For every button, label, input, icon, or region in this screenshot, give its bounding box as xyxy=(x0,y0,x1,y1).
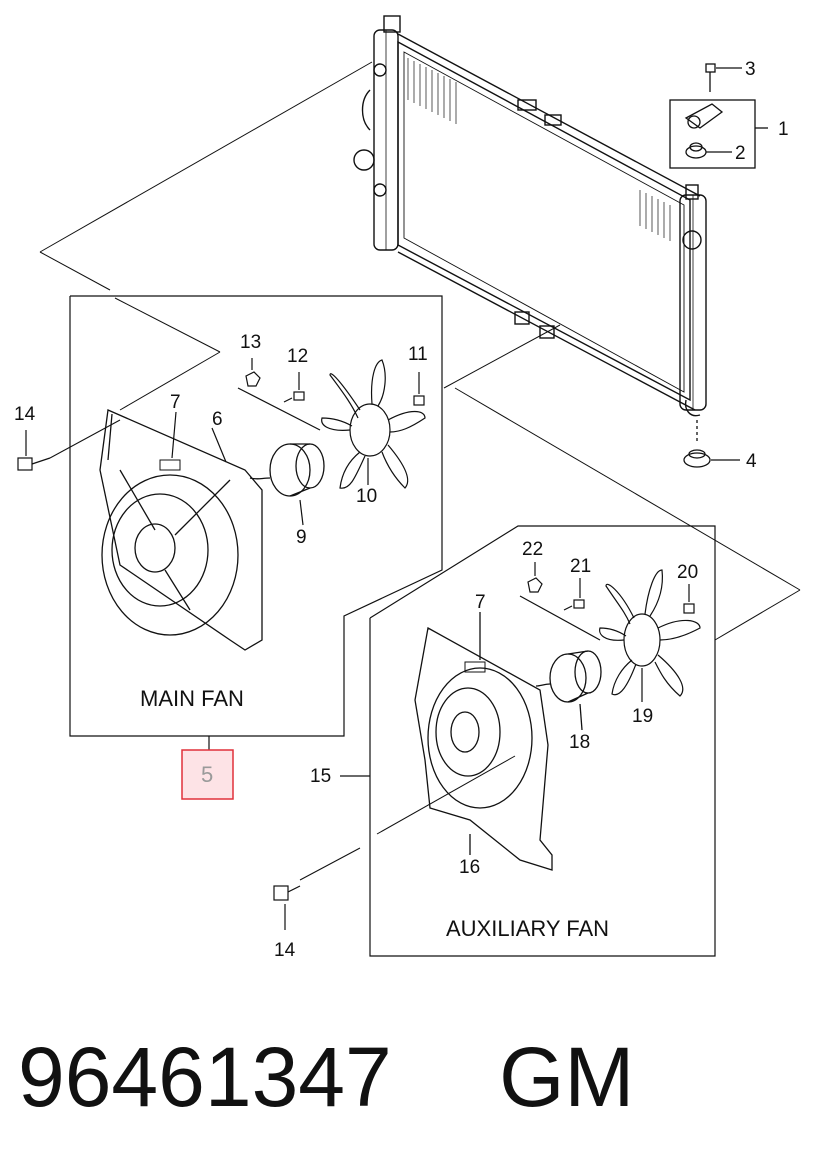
callout-22: 22 xyxy=(522,539,543,560)
callout-18: 18 xyxy=(569,732,590,753)
callout-21: 21 xyxy=(570,556,591,577)
callout-15: 15 xyxy=(310,766,331,787)
callout-7-main: 7 xyxy=(170,392,181,413)
radiator-core-fins xyxy=(407,58,671,241)
main-fan-hardware xyxy=(17,358,425,526)
projection-lines xyxy=(39,61,801,881)
main-fan-box xyxy=(69,295,443,750)
main-fan-label: MAIN FAN xyxy=(140,686,244,711)
callout-6: 6 xyxy=(212,409,223,430)
exploded-parts-diagram: 1 2 3 4 5 6 7 7 9 10 11 12 13 14 14 15 1… xyxy=(14,15,801,961)
part-info-footer: 96461347 GM xyxy=(18,1022,808,1152)
callout-13: 13 xyxy=(240,332,261,353)
auxiliary-fan-blade xyxy=(599,569,701,702)
callout-7-aux: 7 xyxy=(475,592,486,613)
callouts: 1 2 3 4 5 6 7 7 9 10 11 12 13 14 14 15 1… xyxy=(14,59,789,961)
callout-1: 1 xyxy=(778,119,789,140)
callout-14-bottom: 14 xyxy=(274,940,296,961)
auxiliary-fan-motor xyxy=(535,650,602,731)
callout-11: 11 xyxy=(408,344,428,365)
callout-12: 12 xyxy=(287,346,308,367)
callout-10: 10 xyxy=(356,486,377,507)
callout-3: 3 xyxy=(745,59,756,80)
callout-5: 5 xyxy=(201,762,213,787)
callout-16: 16 xyxy=(459,857,480,878)
upper-mount-parts xyxy=(669,63,768,169)
callout-20: 20 xyxy=(677,562,698,583)
main-fan-shroud xyxy=(99,409,263,651)
part-number: 96461347 xyxy=(18,1030,392,1124)
auxiliary-fan-shroud xyxy=(414,612,553,871)
callout-19: 19 xyxy=(632,706,653,727)
callout-2: 2 xyxy=(735,143,746,164)
auxiliary-fan-label: AUXILIARY FAN xyxy=(446,916,609,941)
callout-4: 4 xyxy=(746,451,757,472)
highlight-box xyxy=(181,749,234,800)
radiator xyxy=(353,15,707,417)
callout-14-left: 14 xyxy=(14,404,36,425)
brand-name: GM xyxy=(499,1030,635,1124)
auxiliary-fan-hardware xyxy=(273,562,695,930)
main-fan-motor xyxy=(249,443,325,497)
lower-grommet xyxy=(683,420,740,468)
auxiliary-fan-box xyxy=(340,525,716,957)
callout-9: 9 xyxy=(296,527,307,548)
main-fan-blade xyxy=(321,359,426,489)
